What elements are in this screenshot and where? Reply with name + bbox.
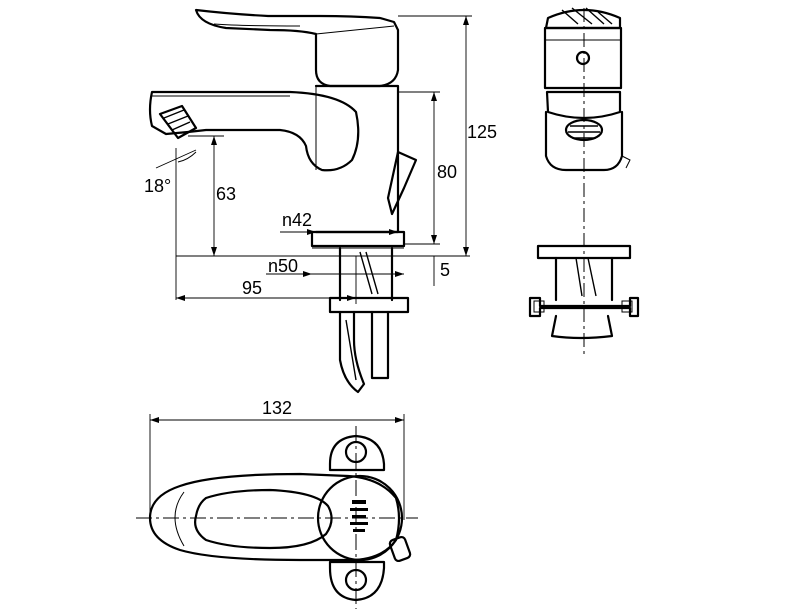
spout-height-label: 63 [216,184,236,204]
side-spout [148,90,360,172]
reach-label: 95 [242,278,262,298]
total-height-label: 125 [467,122,497,142]
angle-label: 18° [144,176,171,196]
body-height-label: 80 [437,162,457,182]
top-upper-lug [328,434,386,472]
side-dimensions [155,15,472,304]
top-view [136,414,418,609]
top-drain-knob [388,535,412,563]
side-view [148,8,418,394]
top-lower-lug [328,560,386,602]
front-shank [554,256,614,302]
side-handle-lever [194,8,400,88]
front-view [528,7,640,356]
front-handle-top [544,8,622,30]
base-thickness-label: 5 [440,260,450,280]
overall-length-label: 132 [262,398,292,418]
side-nut [328,296,410,314]
front-spout [545,90,622,120]
front-nut [528,296,640,318]
top-lever [148,472,401,562]
front-handle-body [543,26,623,90]
brand-logo-icon [350,500,368,532]
front-screw-icon [575,50,591,66]
front-body [544,110,624,172]
side-body [314,84,400,234]
side-drain-knob [386,150,418,216]
nut-inner-label: n42 [282,210,312,230]
nut-outer-label: n50 [268,256,298,276]
